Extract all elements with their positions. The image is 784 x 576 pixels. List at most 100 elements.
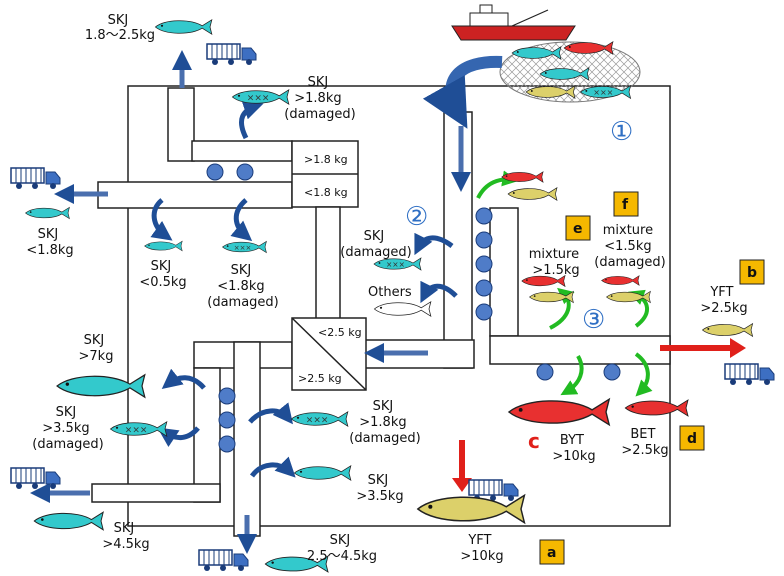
letter-f: f [622, 197, 629, 213]
roller [236, 163, 254, 181]
label-line: SKJ [38, 227, 59, 242]
letter-box-e: e [565, 215, 591, 241]
roller [206, 163, 224, 181]
label-skj-export-top: SKJ 1.8～2.5kg [85, 13, 155, 43]
factory-outline [127, 85, 671, 527]
label-others: Others [368, 285, 412, 300]
label-line: >2.5kg [700, 301, 747, 316]
fish-byt [508, 398, 610, 426]
label-line: SKJ [364, 229, 385, 244]
conveyor-center-vertical [315, 206, 341, 320]
sorter-main-upper-label: <2.5 kg [318, 326, 362, 339]
label-skj-25-45: SKJ 2.5～4.5kg [307, 533, 377, 564]
roller [475, 279, 493, 297]
conveyor-main-vertical [443, 111, 473, 369]
conveyor-system [91, 87, 671, 537]
conveyor-e-f [489, 207, 519, 337]
label-line: >10kg [460, 549, 503, 564]
label-skj-lt05: SKJ <0.5kg [139, 259, 186, 290]
conveyor-top-horizontal [191, 140, 293, 162]
label-line: SKJ [114, 521, 135, 536]
roller [536, 363, 554, 381]
truck-icon [724, 363, 775, 386]
label-yft-gt25: YFT >2.5kg [700, 285, 747, 316]
fish-skj-small [25, 207, 70, 219]
label-line: >1.5kg [532, 263, 579, 278]
roller [218, 387, 236, 405]
sorter-main-diagonal [291, 317, 367, 391]
label-line: SKJ [231, 263, 252, 278]
label-line: >3.5kg [356, 489, 403, 504]
letter-box-a: a [539, 539, 565, 565]
label-line: <1.5kg [604, 239, 651, 254]
fish-yft-small [507, 187, 558, 201]
label-mixture-lt15: mixture <1.5kg (damaged) [594, 223, 666, 270]
removal-arrows [150, 100, 458, 478]
truck-icon [10, 467, 61, 490]
fish-skj-gt35 [293, 465, 352, 481]
label-line: (damaged) [284, 107, 356, 122]
turn-arrow [157, 426, 200, 447]
letter-b: b [747, 265, 757, 281]
conveyor-left-horizontal [97, 181, 293, 209]
sorter-top-upper-label: >1.8 kg [304, 153, 348, 166]
fishing-vessel [451, 4, 576, 41]
green-arrow [549, 287, 575, 330]
letter-a: a [547, 545, 556, 561]
label-line: (damaged) [207, 295, 279, 310]
label-line: (damaged) [349, 431, 421, 446]
turn-arrow [249, 456, 296, 478]
conveyor-top-vertical [167, 87, 195, 162]
letter-c: c [528, 429, 540, 453]
fish-skj-damaged-top [232, 89, 290, 105]
letter-box-b: b [739, 259, 765, 285]
step-two: ② [405, 202, 428, 232]
truck-icon [10, 167, 61, 190]
roller [218, 435, 236, 453]
turn-arrow [248, 402, 294, 425]
label-line: >10kg [552, 449, 595, 464]
label-skj-damaged-mid: SKJ (damaged) [340, 229, 412, 260]
roller [475, 231, 493, 249]
label-byt: BYT >10kg [552, 433, 595, 464]
label-mixture-gt15: mixture >1.5kg [529, 247, 584, 278]
label-line: mixture [603, 223, 653, 238]
turn-arrow [230, 198, 253, 242]
label-line: mixture [529, 247, 579, 262]
label-skj-lt18-damaged: SKJ <1.8kg (damaged) [207, 263, 279, 310]
label-yft-gt10: YFT >10kg [460, 533, 503, 564]
turn-arrow [150, 198, 173, 241]
label-line: SKJ [108, 13, 129, 28]
fish-bet-big [624, 399, 689, 417]
roller [475, 207, 493, 225]
label-skj-gt35: SKJ >3.5kg [356, 473, 403, 504]
letter-d: d [687, 431, 697, 447]
fish-skj-gt7 [56, 374, 146, 398]
label-skj-damaged-top: SKJ >1.8kg (damaged) [284, 75, 356, 122]
green-arrow [634, 352, 653, 397]
label-line: BET [630, 427, 655, 442]
label-skj-gt7: SKJ >7kg [79, 333, 114, 364]
fish-skj-damaged-small [222, 241, 267, 253]
fish-yft-gt25 [702, 323, 753, 337]
label-line: >1.8kg [294, 91, 341, 106]
label-line: YFT [709, 285, 733, 300]
fish-skj-tiny [144, 240, 183, 252]
step-three: ③ [582, 305, 605, 335]
label-line: >7kg [79, 349, 114, 364]
label-line: 2.5～4.5kg [307, 549, 377, 564]
label-line: SKJ [151, 259, 172, 274]
label-line: YFT [467, 533, 491, 548]
turn-arrow [161, 368, 206, 390]
flow-arrows [30, 50, 471, 554]
label-line: >4.5kg [102, 537, 149, 552]
label-line: 1.8～2.5kg [85, 28, 155, 43]
label-line: >3.5kg [42, 421, 89, 436]
conveyor-bottom-vertical [233, 341, 261, 537]
label-line: SKJ [330, 533, 351, 548]
label-line: SKJ [84, 333, 105, 348]
label-line: >1.8kg [359, 415, 406, 430]
label-line: (damaged) [32, 437, 104, 452]
label-line: SKJ [373, 399, 394, 414]
